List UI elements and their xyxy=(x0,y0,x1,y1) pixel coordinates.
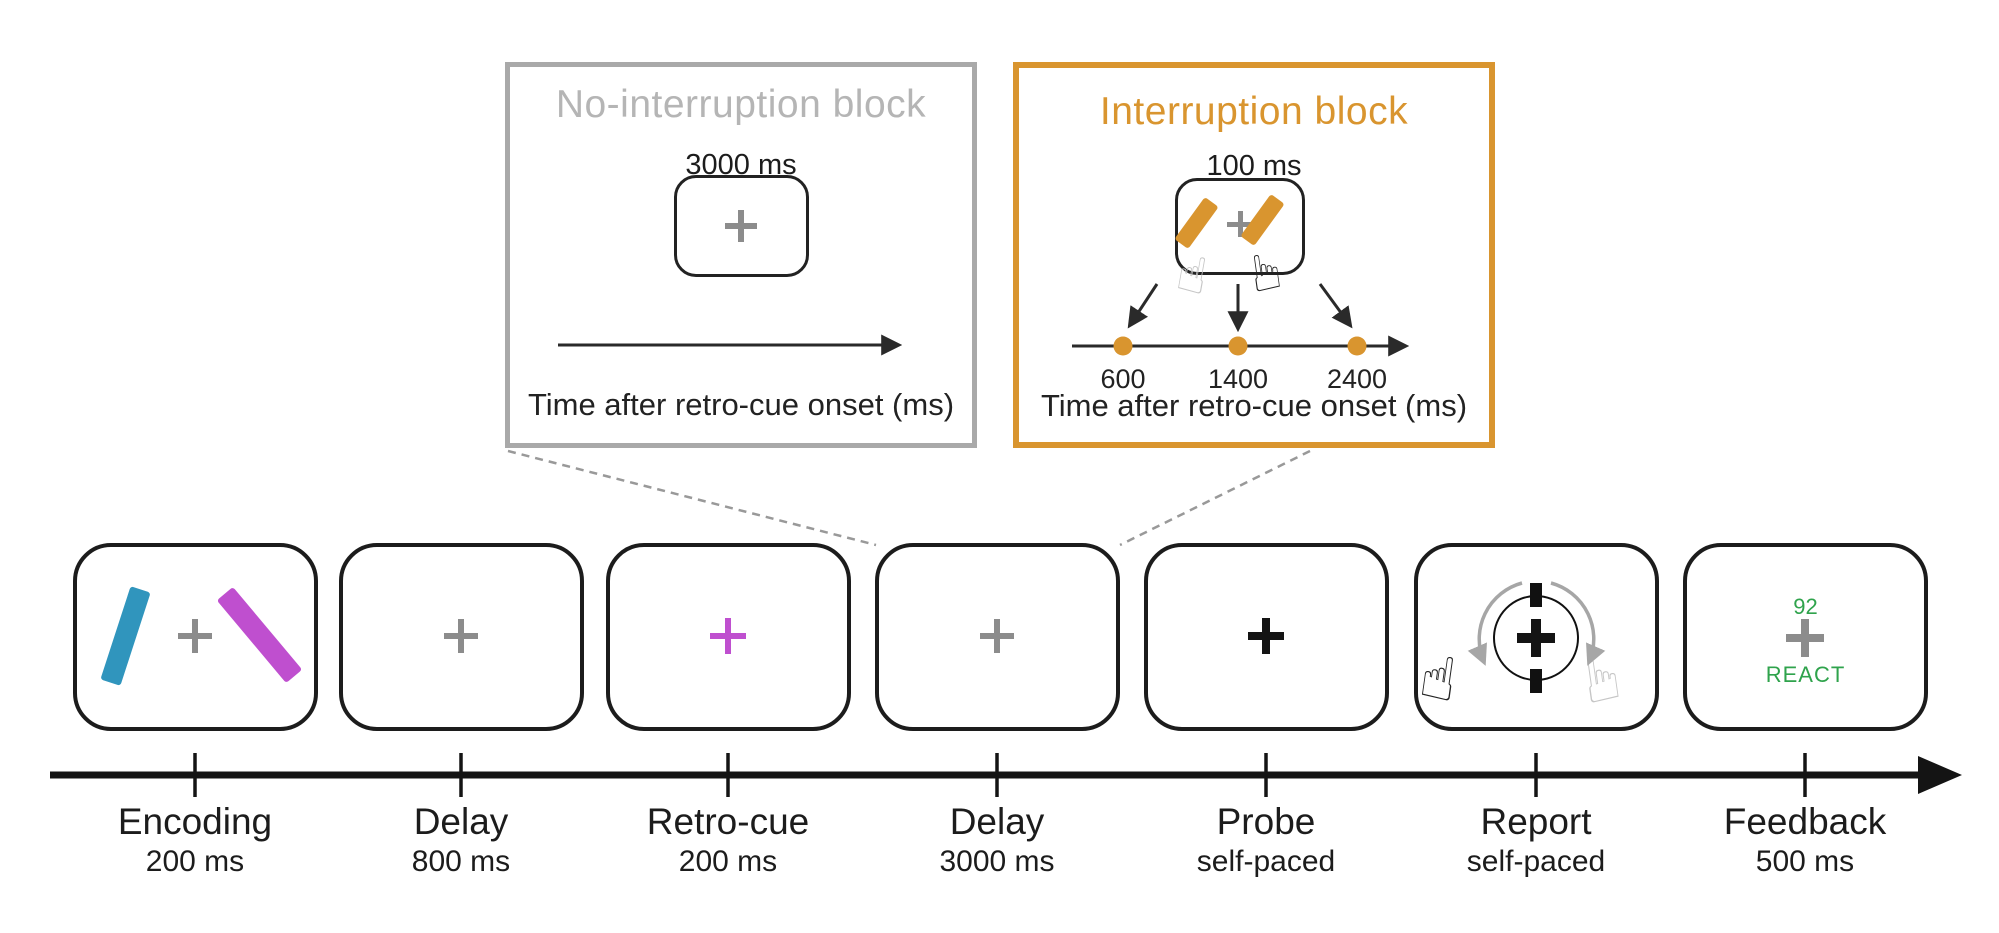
memory-item-magenta-icon xyxy=(216,586,303,684)
feedback-score: 92 xyxy=(1793,594,1818,619)
memory-item-teal-icon xyxy=(100,586,151,686)
dashed-connector-right xyxy=(1119,449,1311,547)
fixation-cross-icon xyxy=(178,619,212,653)
interruption-inset: Interruption block 100 ms ☝ ☝ 600 1400 2… xyxy=(1013,62,1495,448)
pointing-hand-right-icon: ☝ xyxy=(1579,643,1626,719)
retro-cue-cross-icon xyxy=(710,618,746,654)
no-interruption-axis-label: Time after retro-cue onset (ms) xyxy=(527,387,955,422)
interruption-duration: 100 ms xyxy=(1206,150,1302,182)
interruption-mini-screen xyxy=(1174,178,1305,275)
stage-duration: 800 ms xyxy=(411,845,511,878)
stage-duration: self-paced xyxy=(1196,845,1336,878)
stage-duration: 3000 ms xyxy=(939,845,1055,878)
stage-label-delay2: Delay 3000 ms xyxy=(857,800,1137,880)
stage-name: Delay xyxy=(413,801,509,842)
stage-duration: 500 ms xyxy=(1755,845,1855,878)
stage-label-encoding: Encoding 200 ms xyxy=(55,800,335,880)
stage-label-report: Report self-paced xyxy=(1396,800,1676,880)
stage-duration: self-paced xyxy=(1466,845,1606,878)
interruption-axis-label: Time after retro-cue onset (ms) xyxy=(1040,388,1468,423)
fixation-cross-icon xyxy=(725,210,757,242)
probe-cross-icon xyxy=(1248,618,1284,654)
fixation-cross-icon xyxy=(1227,211,1253,237)
stage-name: Delay xyxy=(949,801,1045,842)
timepoint-label-600: 600 xyxy=(1100,364,1146,394)
stage-duration: 200 ms xyxy=(678,845,778,878)
interrupter-bar-left-icon xyxy=(1174,196,1219,250)
stage-label-retro-cue: Retro-cue 200 ms xyxy=(588,800,868,880)
stage-label-probe: Probe self-paced xyxy=(1126,800,1406,880)
stage-box-report: ☝ ☝ xyxy=(1414,543,1659,731)
timepoint-label-1400: 1400 xyxy=(1207,364,1269,394)
report-dial-tick-bottom xyxy=(1530,669,1542,693)
main-timeline-arrowhead-icon xyxy=(1918,756,1962,794)
report-cross-icon xyxy=(1517,619,1555,657)
stage-duration: 200 ms xyxy=(145,845,245,878)
interruption-title: Interruption block xyxy=(1099,90,1409,133)
stage-label-delay1: Delay 800 ms xyxy=(321,800,601,880)
stage-box-feedback: 92 REACT xyxy=(1683,543,1928,731)
dashed-connector-left xyxy=(507,449,877,547)
stage-name: Report xyxy=(1480,801,1592,842)
timepoint-label-2400: 2400 xyxy=(1326,364,1388,394)
no-interruption-inset: No-interruption block 3000 ms Time after… xyxy=(505,62,977,448)
fixation-cross-icon xyxy=(1786,619,1824,657)
stage-box-delay1 xyxy=(339,543,584,731)
stage-name: Feedback xyxy=(1723,801,1887,842)
fixation-cross-icon xyxy=(980,619,1014,653)
pointing-hand-left-icon: ☝ xyxy=(1415,641,1462,717)
feedback-message: REACT xyxy=(1765,662,1846,687)
stage-box-encoding xyxy=(73,543,318,731)
no-interruption-mini-screen xyxy=(674,175,809,277)
fixation-cross-icon xyxy=(444,619,478,653)
stage-name: Encoding xyxy=(117,801,273,842)
stage-label-feedback: Feedback 500 ms xyxy=(1665,800,1945,880)
stage-box-delay2 xyxy=(875,543,1120,731)
report-dial-tick-top xyxy=(1530,583,1542,607)
stage-box-retro-cue xyxy=(606,543,851,731)
stage-box-probe xyxy=(1144,543,1389,731)
stage-name: Retro-cue xyxy=(646,801,810,842)
no-interruption-title: No-interruption block xyxy=(555,83,927,126)
stage-name: Probe xyxy=(1216,801,1316,842)
